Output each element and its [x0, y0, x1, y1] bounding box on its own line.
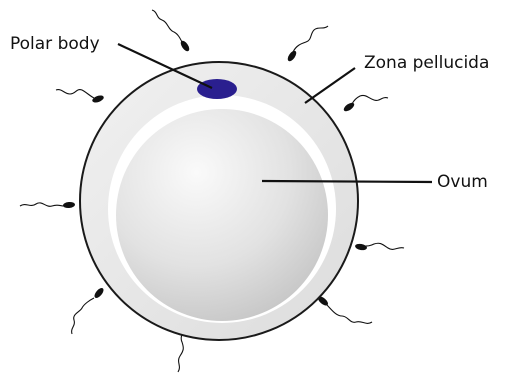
ovum-leader-line	[262, 181, 432, 182]
zona-pellucida-leader-line	[305, 68, 355, 103]
sperm-cell	[20, 201, 75, 208]
sperm-cell	[286, 26, 328, 63]
zona-pellucida-label: Zona pellucida	[364, 53, 489, 73]
sperm-cell	[316, 295, 372, 324]
polar-body-label: Polar body	[10, 34, 100, 54]
sperm-cell	[72, 286, 106, 334]
sperm-cell	[342, 95, 388, 112]
polar-body	[197, 79, 237, 99]
sperm-cell	[56, 90, 105, 104]
ovum	[116, 109, 328, 321]
sperm-cell	[152, 10, 191, 53]
sperm-cell	[355, 243, 404, 251]
ovum-label: Ovum	[437, 172, 488, 192]
